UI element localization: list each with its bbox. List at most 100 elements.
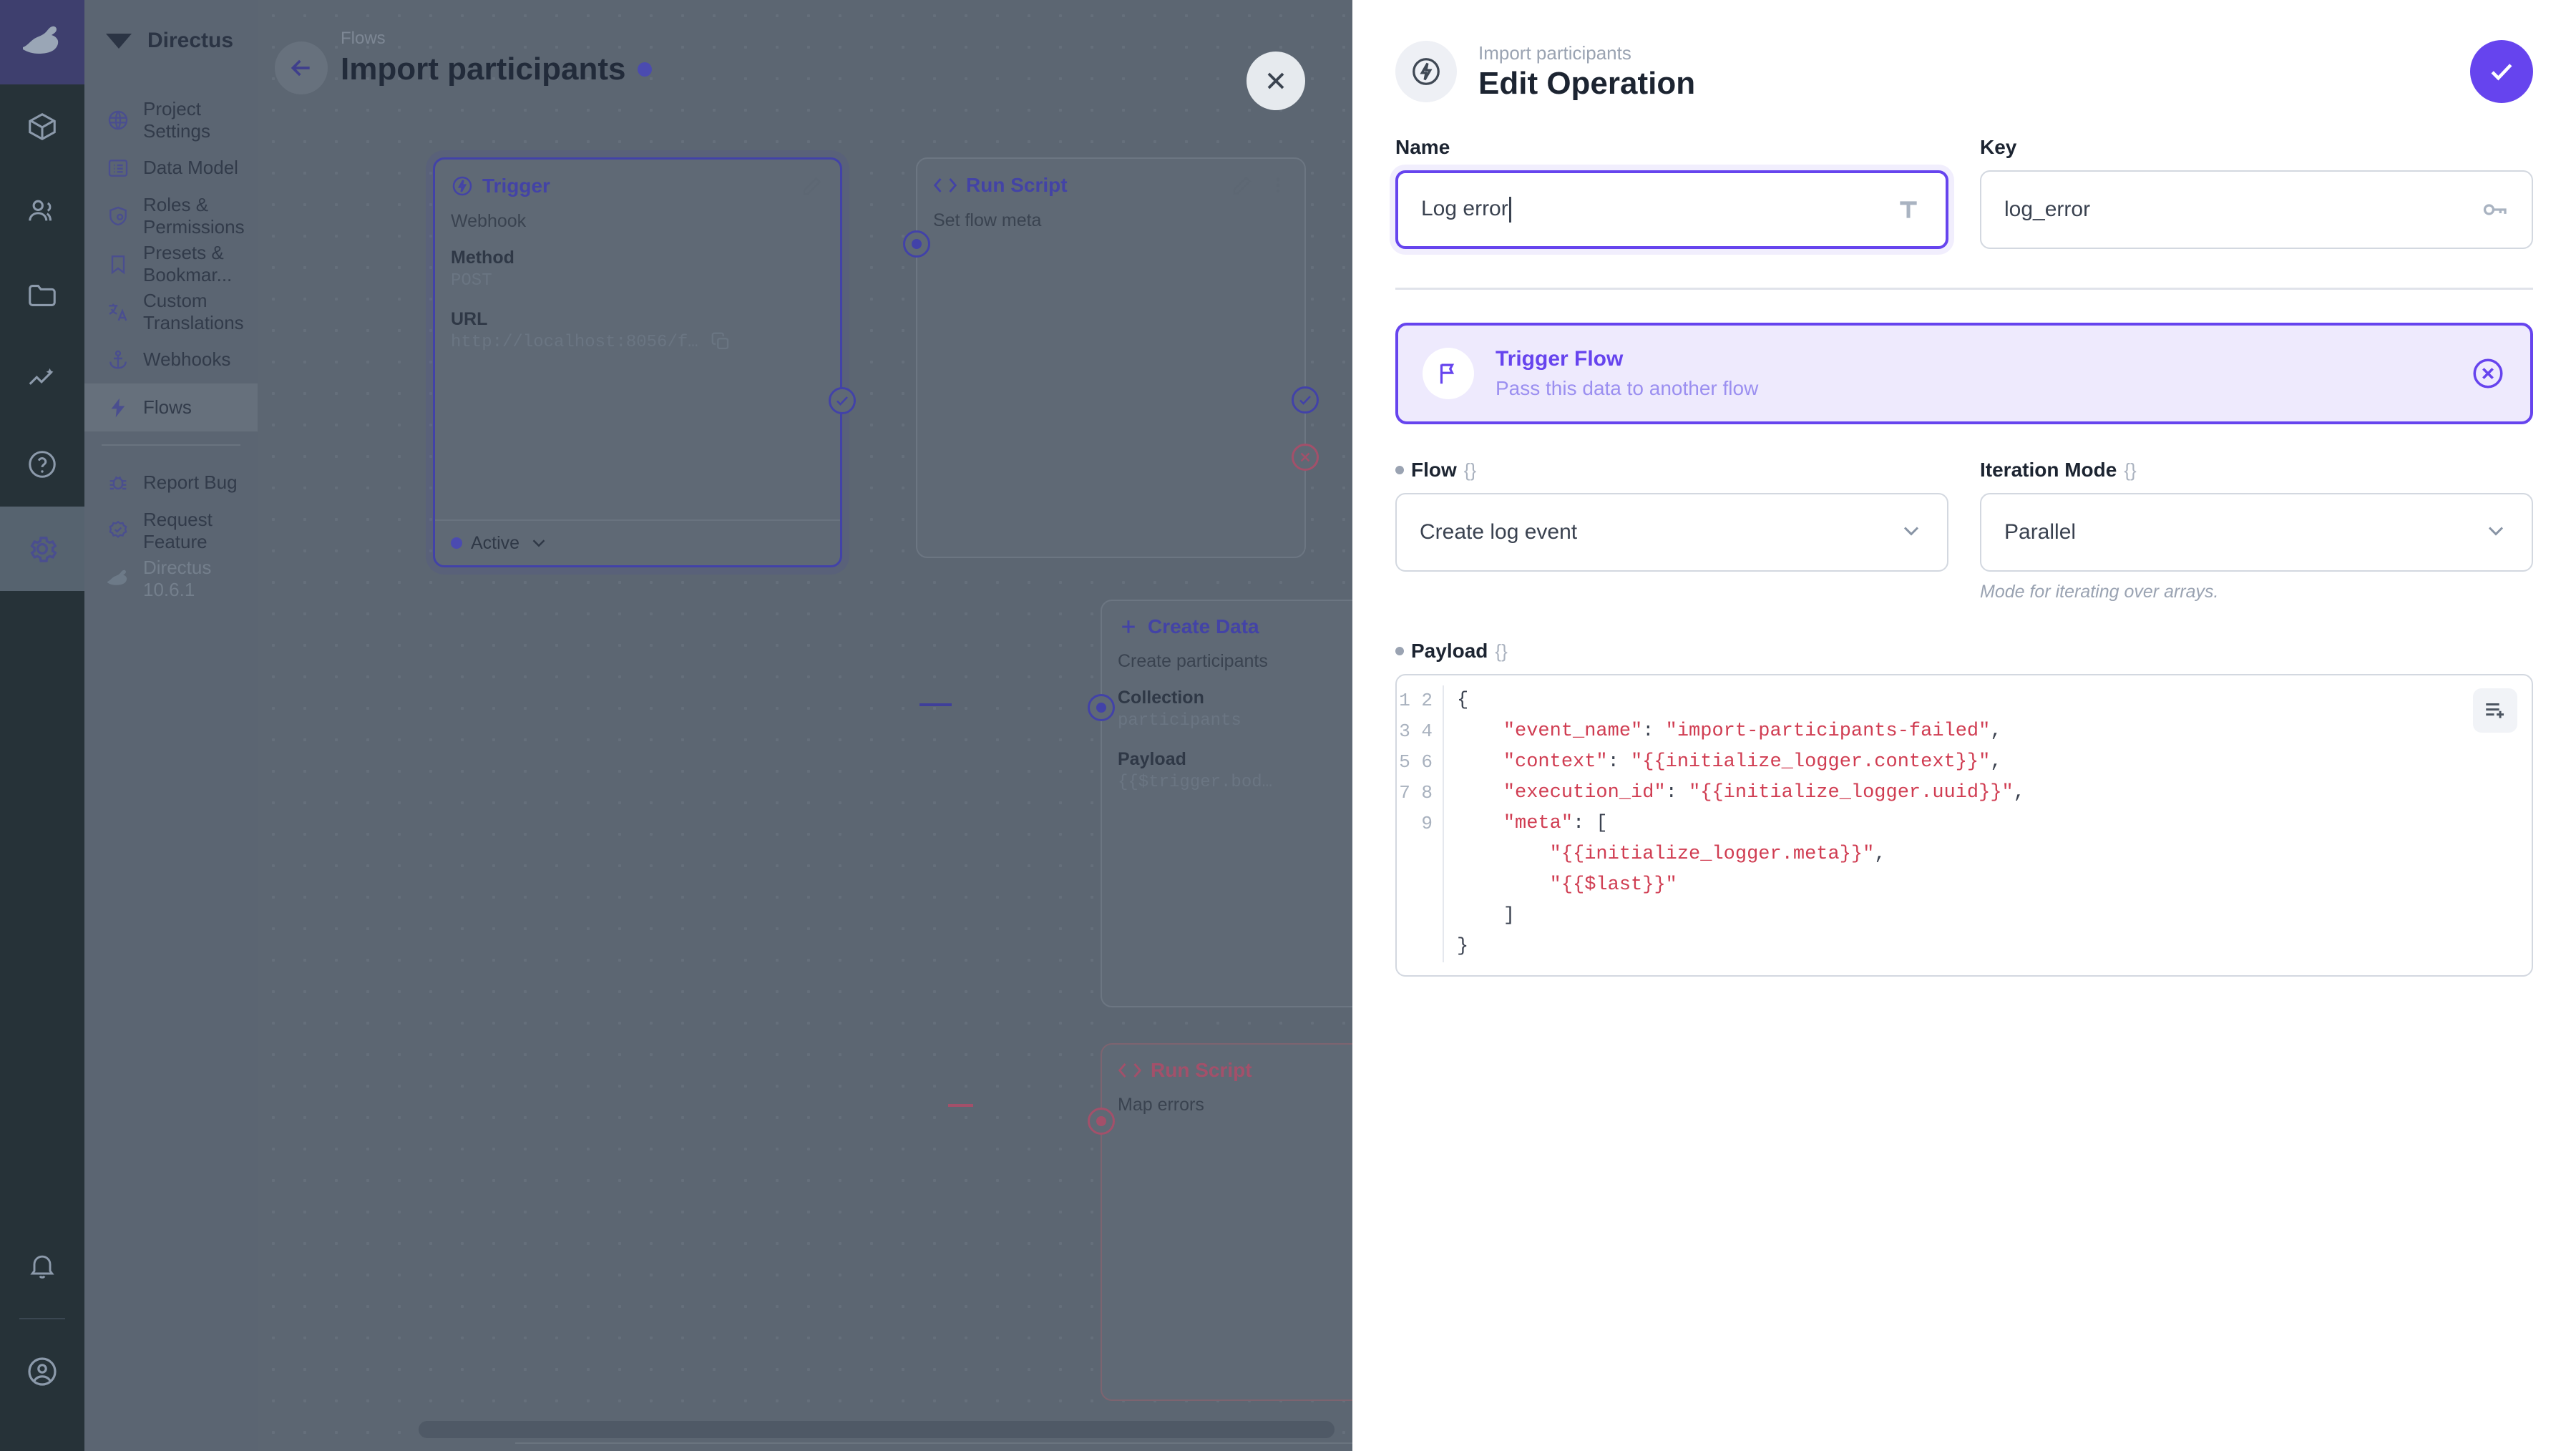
node-title-text: Create Data (1148, 615, 1259, 637)
create-data-input-port[interactable] (1088, 694, 1115, 721)
editor-code[interactable]: { "event_name": "import-participants-fai… (1444, 685, 2532, 962)
create-data-node-title: Create Data (1118, 615, 1259, 638)
close-icon (1300, 452, 1310, 462)
map-errors-input-port[interactable] (1088, 1108, 1115, 1135)
files-module-button[interactable] (0, 253, 84, 338)
trigger-status[interactable]: Active (435, 519, 840, 565)
run-script-input-port[interactable] (903, 230, 930, 258)
sidebar-item-label: Report Bug (143, 472, 238, 493)
sidebar-brand[interactable]: Directus (84, 0, 258, 82)
code-line: } (1457, 936, 1469, 957)
module-bar (0, 0, 84, 1451)
copy-icon[interactable] (710, 331, 731, 352)
docs-module-button[interactable] (0, 422, 84, 507)
create-data-payload-value: {{$trigger.bod… (1118, 773, 1273, 792)
trigger-success-port[interactable] (829, 387, 856, 414)
breadcrumb[interactable]: Flows (341, 29, 386, 48)
check-icon (1299, 396, 1311, 405)
directus-logo[interactable] (0, 0, 84, 84)
sidebar-item-data-model[interactable]: Data Model (84, 144, 258, 192)
trigger-node-actions[interactable] (800, 174, 824, 198)
port-dot (1096, 1116, 1106, 1126)
page-title: Import participants (341, 52, 652, 87)
flag-icon (1423, 348, 1474, 399)
iteration-select[interactable]: Parallel (1980, 493, 2533, 572)
sidebar-item-request-feature[interactable]: Request Feature (84, 507, 258, 554)
sidebar-item-report-bug[interactable]: Report Bug (84, 459, 258, 507)
sidebar-item-project-settings[interactable]: Project Settings (84, 96, 258, 144)
playlist-add-icon[interactable] (2473, 688, 2517, 733)
port-dot (1096, 703, 1106, 713)
save-button[interactable] (2470, 40, 2533, 103)
nav-sidebar: Directus Project Settings Data Model Rol… (84, 0, 258, 1451)
content-module-button[interactable] (0, 84, 84, 169)
name-label-text: Name (1395, 136, 1450, 158)
create-data-node-header: Create Data (1102, 601, 1485, 643)
key-input[interactable]: log_error (1980, 170, 2533, 249)
key-label-text: Key (1980, 136, 2017, 158)
payload-braces-icon: {} (1495, 640, 1508, 662)
code-brackets-icon (1118, 1062, 1142, 1078)
create-data-collection-value: participants (1118, 711, 1241, 731)
back-button[interactable] (275, 41, 328, 94)
notifications-button[interactable] (0, 1223, 84, 1308)
create-data-collection-label: Collection (1118, 688, 1204, 708)
people-icon (29, 200, 52, 221)
sidebar-item-presets-bookmarks[interactable]: Presets & Bookmar... (84, 240, 258, 288)
sidebar-item-label: Roles & Permissions (143, 193, 245, 238)
code-line: { (1457, 690, 1469, 711)
directus-rabbit-icon (106, 567, 130, 591)
iteration-label-text: Iteration Mode (1980, 459, 2117, 481)
sidebar-item-custom-translations[interactable]: Custom Translations (84, 288, 258, 336)
trigger-node[interactable]: Trigger Webhook Method POST URL http://l… (433, 157, 856, 567)
trigger-node-body: Webhook Method POST URL http://localhost… (435, 202, 840, 355)
payload-field-group: Payload {} 1 2 3 4 5 6 7 8 9 { "event_na… (1395, 640, 2533, 977)
node-title-text: Run Script (966, 174, 1068, 196)
payload-code-editor[interactable]: 1 2 3 4 5 6 7 8 9 { "event_name": "impor… (1395, 674, 2533, 977)
gear-icon (30, 537, 57, 562)
pencil-icon (803, 177, 821, 195)
settings-module-button[interactable] (0, 507, 84, 591)
translate-icon (106, 300, 130, 324)
run-script-node-header: Run Script (917, 159, 1304, 202)
flow-select[interactable]: Create log event (1395, 493, 1948, 572)
run-script-error-port[interactable] (1292, 444, 1319, 471)
key-field-group: Key log_error (1980, 136, 2533, 249)
account-button[interactable] (0, 1329, 84, 1414)
run-script-node-actions[interactable] (1230, 173, 1289, 197)
sidebar-item-flows[interactable]: Flows (84, 383, 258, 431)
insights-icon (29, 368, 54, 385)
name-input[interactable]: Log error (1395, 170, 1948, 249)
name-input-value: Log error (1421, 197, 1885, 223)
code-line: "execution_id": "{{initialize_logger.uui… (1503, 782, 2025, 803)
users-module-button[interactable] (0, 169, 84, 253)
run-script-node[interactable]: Run Script Set flow meta (903, 157, 1319, 558)
operation-type-card[interactable]: Trigger Flow Pass this data to another f… (1395, 323, 2533, 424)
create-data-node-body: Create participants Collection participa… (1102, 643, 1485, 795)
trigger-node-title: Trigger (451, 175, 550, 197)
sidebar-item-label: Webhooks (143, 348, 231, 370)
map-errors-node-body: Map errors (1102, 1086, 1485, 1128)
trigger-node-subtitle: Webhook (451, 211, 527, 231)
required-bullet (1395, 466, 1404, 474)
insights-module-button[interactable] (0, 338, 84, 422)
sidebar-item-label: Directus 10.6.1 (143, 556, 212, 600)
close-drawer-button[interactable] (1246, 52, 1305, 110)
horizontal-scrollbar[interactable] (419, 1421, 1335, 1438)
close-icon (1267, 72, 1284, 89)
flow-header: Flows Import participants (275, 29, 652, 94)
sidebar-item-roles-permissions[interactable]: Roles & Permissions (84, 192, 258, 240)
iteration-field-group: Iteration Mode {} Parallel Mode for iter… (1980, 459, 2533, 602)
node-title-text: Run Script (1151, 1059, 1252, 1081)
sidebar-item-version: Directus 10.6.1 (84, 554, 258, 602)
close-circle-icon[interactable] (2470, 356, 2506, 391)
run-script-success-port[interactable] (1292, 386, 1319, 414)
name-key-row: Name Log error Key log_error (1395, 136, 2533, 249)
bell-icon (30, 1255, 54, 1279)
verified-icon (106, 519, 130, 543)
folder-icon (29, 285, 56, 306)
flow-iteration-row: Flow {} Create log event Iteration Mode … (1395, 459, 2533, 602)
sidebar-item-webhooks[interactable]: Webhooks (84, 336, 258, 383)
help-circle-icon (29, 451, 56, 478)
